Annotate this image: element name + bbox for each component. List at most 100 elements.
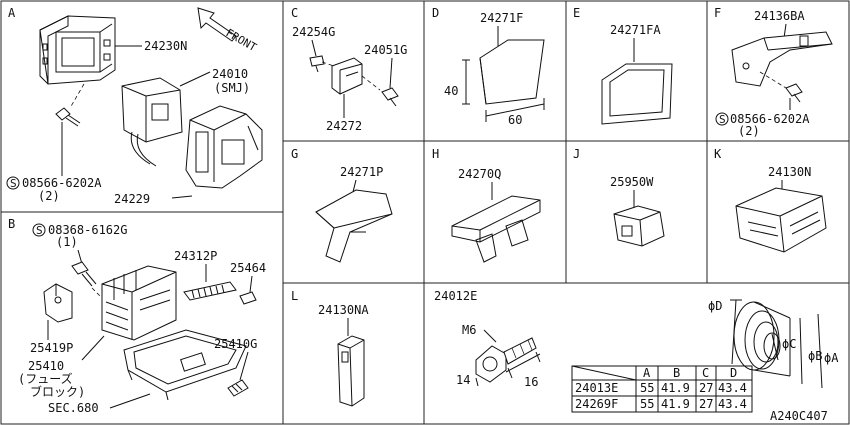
bolt-dim-b: 16 (524, 375, 538, 389)
table-header-a: A (643, 366, 651, 380)
grommet-dim-a: ϕA (824, 351, 839, 365)
panel-l: 24130NA (318, 303, 369, 407)
pad-24271f (479, 39, 545, 105)
bolt-b (71, 261, 97, 287)
panel-label-h: H (432, 147, 439, 161)
bolt-size: M6 (462, 323, 476, 337)
table-cell: 55 (640, 381, 654, 395)
part-25464: 25464 (230, 261, 266, 275)
screw-symbol-b (32, 223, 46, 237)
part-08566-6202a-a: 08566-6202A (22, 176, 102, 190)
panel-label-e: E (573, 6, 580, 20)
panel-c: 24254G 24272 24051G (292, 25, 407, 133)
part-24010: 24010 (212, 67, 248, 81)
table-cell: 55 (640, 397, 654, 411)
table-row-part: 24269F (575, 397, 618, 411)
table-header-d: D (730, 366, 737, 380)
screw-f (785, 83, 803, 103)
dim-height-label: 40 (444, 84, 458, 98)
gasket-24271fa (601, 63, 673, 125)
bolt-24051g (381, 87, 399, 107)
panel-label-f: F (714, 6, 721, 20)
fuse-25464 (239, 291, 257, 305)
part-25410-desc2: ブロック) (30, 384, 85, 399)
fuse-strip-24312p (183, 281, 237, 301)
dim-width (485, 98, 545, 122)
dim-width-label: 60 (508, 113, 522, 127)
panel-bolt: 24012E M6 14 16 (434, 289, 541, 389)
part-24229: 24229 (114, 192, 150, 206)
grommet-size-table (571, 365, 753, 413)
grommet-dim-b: ϕB (808, 349, 822, 363)
part-24010-note: (SMJ) (214, 81, 250, 95)
panel-f: 24136BA S 08566-6202A (2) (715, 9, 833, 138)
bracket-25410g (227, 379, 249, 397)
connector-24130na (337, 335, 365, 407)
panel-label-j: J (573, 147, 580, 161)
part-24271f: 24271F (480, 11, 523, 25)
cover-sec680 (123, 329, 247, 401)
protector-24271p (315, 189, 393, 263)
part-08368-6162g-qty: (1) (56, 235, 78, 249)
table-cell: 27 (699, 381, 713, 395)
protector-24270q (451, 195, 541, 263)
dim-height (462, 59, 470, 105)
figure-code: A240C407 (770, 409, 828, 423)
table-cell: 41.9 (661, 381, 690, 395)
table-header-c: C (702, 366, 709, 380)
part-25950w: 25950W (610, 175, 654, 189)
part-24130na: 24130NA (318, 303, 369, 317)
part-08566-6202a-f-qty: (2) (738, 124, 760, 138)
table-cell: 43.4 (718, 381, 747, 395)
grommet-dim-c: ϕC (782, 337, 796, 351)
table-header-b: B (673, 366, 680, 380)
part-24136ba: 24136BA (754, 9, 805, 23)
part-24012e: 24012E (434, 289, 477, 303)
panel-label-g: G (291, 147, 298, 161)
bracket-25419p (43, 283, 73, 323)
bracket-24229 (185, 105, 263, 189)
screw-symbol-b-letter: S (36, 224, 43, 237)
front-label: FRONT (224, 26, 260, 54)
panel-grommet: ϕD ϕC ϕB ϕA A B C D 24013E 55 41.9 27 43… (571, 299, 839, 413)
part-25410-desc1: (フューズ (18, 371, 73, 386)
panel-label-b: B (8, 217, 15, 231)
clip-24254g (309, 55, 325, 73)
part-25410g: 25410G (214, 337, 257, 351)
panel-j: 25950W (610, 175, 665, 247)
panel-k: 24130N (735, 165, 827, 253)
part-24270q: 24270Q (458, 167, 501, 181)
bolt-dim-a: 14 (456, 373, 470, 387)
panel-h: 24270Q (451, 167, 541, 263)
front-arrow (197, 7, 237, 42)
panel-label-a: A (8, 6, 16, 20)
part-08368-6162g: 08368-6162G (48, 223, 127, 237)
part-25410: 25410 (28, 359, 64, 373)
screw-symbol-f (715, 112, 729, 126)
panel-b: S 08368-6162G (1) 25419P (18, 223, 266, 415)
part-08566-6202a-a-qty: (2) (38, 189, 60, 203)
part-24312p: 24312P (174, 249, 217, 263)
panel-label-c: C (291, 6, 298, 20)
connector-25950w (613, 205, 665, 247)
screw-a (55, 107, 81, 127)
part-24254g: 24254G (292, 25, 335, 39)
panel-a: FRONT 24230N (6, 7, 263, 206)
panel-label-d: D (432, 6, 439, 20)
part-24230n: 24230N (144, 39, 187, 53)
screw-symbol-f-letter: S (719, 113, 726, 126)
part-24130n: 24130N (768, 165, 811, 179)
part-24272: 24272 (326, 119, 362, 133)
smj-unit-24010 (121, 77, 183, 167)
panel-d: 24271F 40 60 (444, 11, 545, 127)
panel-g: 24271P (315, 165, 393, 263)
bolt-24012e (475, 337, 537, 383)
part-24271p: 24271P (340, 165, 383, 179)
fuse-block-25410 (101, 265, 177, 341)
table-cell: 27 (699, 397, 713, 411)
table-cell: 43.4 (718, 397, 747, 411)
panel-label-l: L (291, 289, 298, 303)
bracket-24136ba (731, 31, 833, 87)
